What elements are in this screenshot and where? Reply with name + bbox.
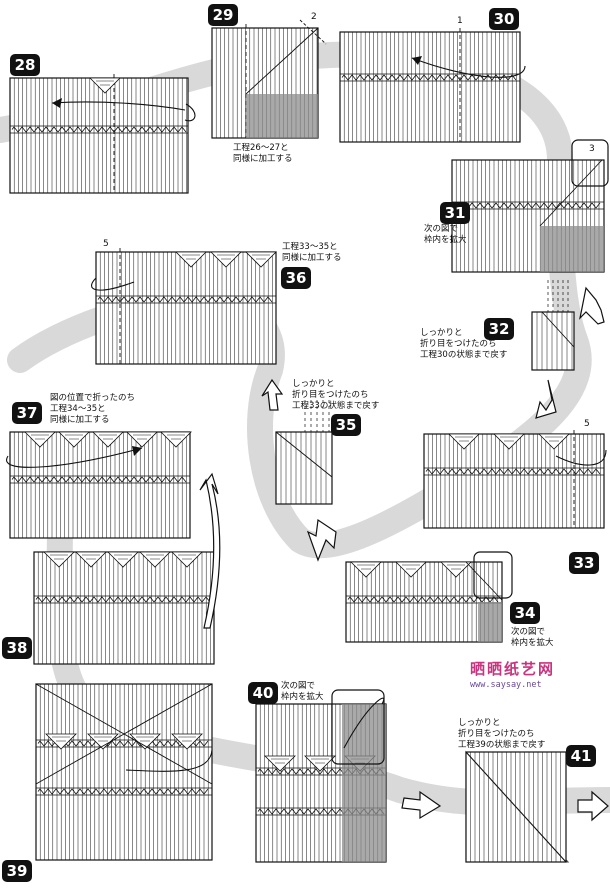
step-32-sheet bbox=[532, 312, 574, 370]
step-31-sheet-shaded-layer bbox=[540, 226, 604, 272]
step-34-sheet-shaded-layer bbox=[478, 602, 502, 642]
step-31-tick-label: 3 bbox=[589, 144, 595, 154]
step-31-note: 次の図で 枠内を拡大 bbox=[424, 224, 467, 246]
step-33-badge: 33 bbox=[569, 552, 599, 574]
flow-arrow-31-32 bbox=[580, 288, 604, 324]
step-38-sheet-outline bbox=[34, 552, 214, 664]
step-40-sheet bbox=[256, 704, 386, 862]
step-30-badge: 30 bbox=[489, 8, 519, 30]
step-39-badge: 39 bbox=[2, 860, 32, 882]
flow-arrow-32-33 bbox=[536, 380, 556, 418]
step-35-sheet-outline bbox=[276, 432, 332, 504]
step-33-sheet-outline bbox=[424, 434, 604, 528]
step-33-sheet bbox=[424, 430, 604, 528]
step-29-sheet bbox=[212, 24, 318, 138]
step-30-sheet bbox=[340, 28, 520, 142]
step-37-sheet bbox=[10, 432, 191, 538]
step-40-note: 次の図で 枠内を拡大 bbox=[281, 681, 324, 703]
step-36-note: 工程33～35と 同様に加工する bbox=[282, 242, 342, 264]
step-32-sheet-outline bbox=[532, 312, 574, 370]
step-29-badge: 29 bbox=[208, 4, 238, 26]
watermark-url: www.saysay.net bbox=[470, 680, 542, 690]
step-35-badge: 35 bbox=[331, 414, 361, 436]
step-36-sheet-outline bbox=[96, 252, 276, 364]
step-29-sheet-shaded-layer bbox=[246, 94, 318, 138]
step-30-sheet-outline bbox=[340, 32, 520, 142]
step-34-badge: 34 bbox=[510, 602, 540, 624]
step-41-badge: 41 bbox=[566, 745, 596, 767]
step-36-badge: 36 bbox=[281, 267, 311, 289]
step-37-note: 図の位置で折ったのち 工程34～35と 同様に加工する bbox=[50, 393, 135, 426]
step-35-sheet bbox=[276, 432, 332, 504]
step-37-sheet-outline bbox=[10, 432, 190, 538]
step-28-sheet bbox=[10, 74, 188, 193]
step-34-note: 次の図で 枠内を拡大 bbox=[511, 627, 554, 649]
step-38-badge: 38 bbox=[2, 637, 32, 659]
watermark-site-name: 晒晒纸艺网 bbox=[470, 658, 555, 679]
step-31-sheet bbox=[452, 160, 604, 272]
step-32-note: しっかりと 折り目をつけたのち 工程30の状態まで戻す bbox=[420, 328, 507, 361]
step-34-sheet bbox=[346, 562, 502, 642]
step-40-badge: 40 bbox=[248, 682, 278, 704]
step-37-badge: 37 bbox=[12, 402, 42, 424]
step-31-badge: 31 bbox=[440, 202, 470, 224]
step-30-tick-label: 1 bbox=[457, 16, 463, 26]
step-29-tick-label: 2 bbox=[311, 12, 317, 22]
step-40-sheet-shaded-layer bbox=[342, 704, 386, 862]
step-29-note: 工程26～27と 同様に加工する bbox=[233, 143, 293, 165]
step-38-sheet bbox=[34, 552, 214, 664]
step-33-tick-label: 5 bbox=[584, 419, 590, 429]
step-28-badge: 28 bbox=[10, 54, 40, 76]
step-36-sheet bbox=[96, 248, 276, 364]
step-36-tick-label: 5 bbox=[103, 239, 109, 249]
step-41-note: しっかりと 折り目をつけたのち 工程39の状態まで戻す bbox=[458, 718, 545, 751]
step-39-sheet bbox=[36, 684, 212, 860]
step-35-note: しっかりと 折り目をつけたのち 工程33の状態まで戻す bbox=[292, 379, 379, 412]
